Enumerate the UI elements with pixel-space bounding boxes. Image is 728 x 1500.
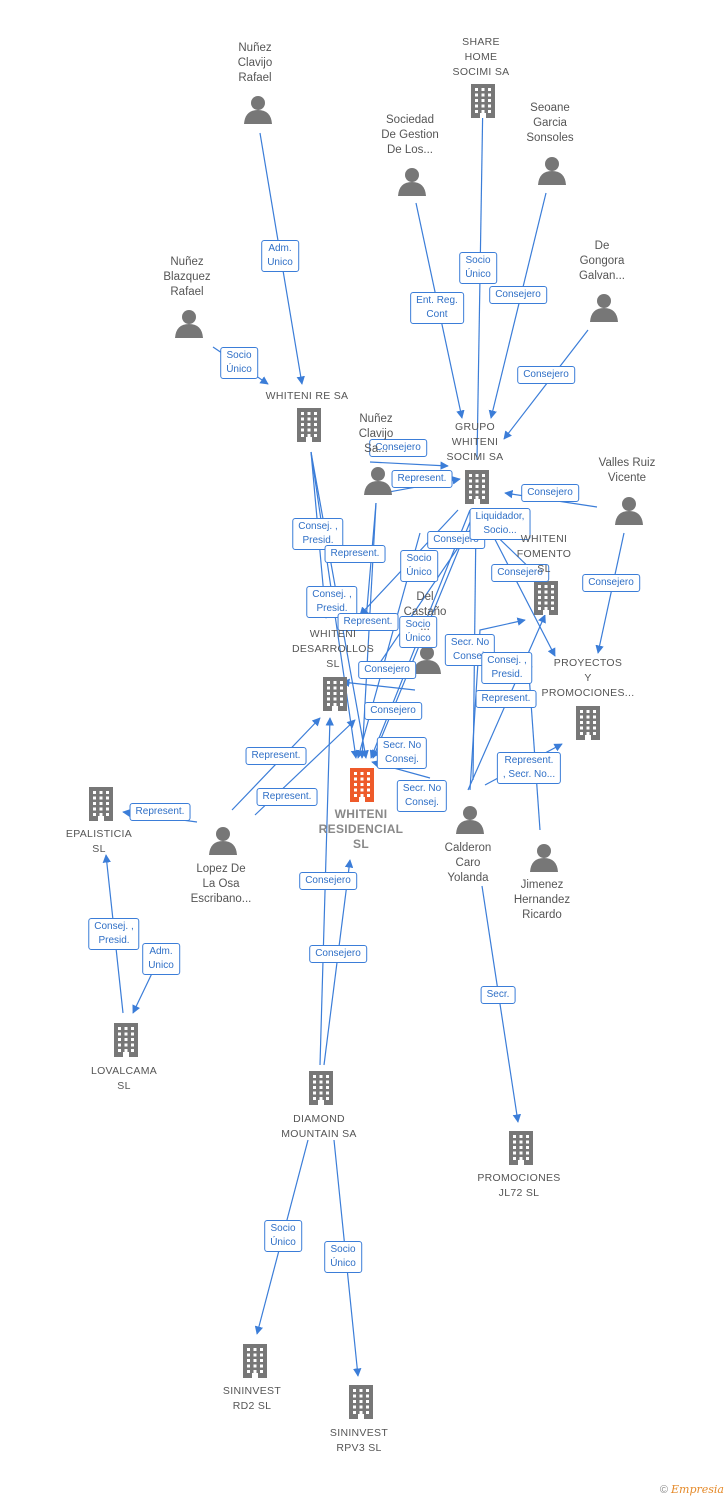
person-name[interactable]: Calderon Caro Yolanda bbox=[444, 842, 492, 884]
relation-label[interactable]: Consejero bbox=[309, 945, 367, 963]
relation-label[interactable]: Socio Único bbox=[264, 1220, 302, 1252]
relation-label[interactable]: Consejero bbox=[521, 484, 579, 502]
relation-label[interactable]: Consejero bbox=[369, 439, 427, 457]
main-company-building-icon[interactable] bbox=[350, 768, 374, 802]
building-icon[interactable] bbox=[89, 787, 113, 821]
building-icon[interactable] bbox=[243, 1344, 267, 1378]
relation-label[interactable]: Adm. Unico bbox=[142, 943, 180, 975]
edge-line bbox=[488, 192, 547, 419]
relation-label[interactable]: Liquidador, Socio... bbox=[469, 508, 531, 540]
company-name[interactable]: WHITENI DESARROLLOS SL bbox=[291, 628, 375, 670]
company-name[interactable]: WHITENI RE SA bbox=[265, 390, 349, 402]
building-icon[interactable] bbox=[309, 1071, 333, 1105]
relation-label[interactable]: Secr. No Consej. bbox=[376, 737, 428, 769]
person-name[interactable]: Nuñez Blazquez Rafael bbox=[163, 256, 211, 298]
company-name[interactable]: PROYECTOS Y PROMOCIONES... bbox=[541, 657, 635, 699]
relation-label[interactable]: Represent. bbox=[245, 747, 307, 765]
building-icon[interactable] bbox=[576, 706, 600, 740]
person-icon[interactable] bbox=[413, 646, 441, 674]
edge-line bbox=[374, 529, 471, 671]
company-name[interactable]: PROMOCIONES JL72 SL bbox=[477, 1172, 561, 1199]
relation-label[interactable]: Represent. bbox=[256, 788, 318, 806]
relation-label[interactable]: Represent. , Secr. No... bbox=[496, 752, 562, 784]
building-icon[interactable] bbox=[534, 581, 558, 615]
relation-label[interactable]: Adm. Unico bbox=[261, 240, 299, 272]
relation-label[interactable]: Consejero bbox=[489, 286, 547, 304]
relation-label[interactable]: Consejero bbox=[358, 661, 416, 679]
relation-label[interactable]: Consejero bbox=[491, 564, 549, 582]
relation-label[interactable]: Consej. , Presid. bbox=[88, 918, 140, 950]
edge-line bbox=[503, 329, 589, 440]
building-icon[interactable] bbox=[114, 1023, 138, 1057]
relation-label[interactable]: Represent. bbox=[129, 803, 191, 821]
person-icon[interactable] bbox=[364, 467, 392, 495]
person-icon[interactable] bbox=[398, 168, 426, 196]
relation-label[interactable]: Socio Único bbox=[220, 347, 258, 379]
company-name[interactable]: WHITENI RESIDENCIAL SL bbox=[318, 807, 404, 851]
copyright-icon: © bbox=[659, 1484, 668, 1496]
relation-label[interactable]: Represent. bbox=[324, 545, 386, 563]
relation-label[interactable]: Socio Único bbox=[399, 616, 437, 648]
person-name[interactable]: Jimenez Hernandez Ricardo bbox=[513, 879, 571, 921]
person-name[interactable]: Nuñez Clavijo Rafael bbox=[237, 42, 273, 84]
building-icon[interactable] bbox=[297, 408, 321, 442]
icons-layer bbox=[89, 84, 643, 1419]
edge-line bbox=[595, 532, 625, 654]
edge-line bbox=[484, 519, 556, 657]
building-icon[interactable] bbox=[465, 470, 489, 504]
person-name[interactable]: De Gongora Galvan... bbox=[578, 240, 626, 282]
brand-logo[interactable]: Empresia bbox=[671, 1483, 724, 1496]
person-name[interactable]: Lopez De La Osa Escribano... bbox=[190, 863, 252, 905]
relation-label[interactable]: Secr. No Consej. bbox=[396, 780, 448, 812]
relation-label[interactable]: Consej. , Presid. bbox=[481, 652, 533, 684]
relation-label[interactable]: Represent. bbox=[337, 613, 399, 631]
building-icon[interactable] bbox=[471, 84, 495, 118]
person-icon[interactable] bbox=[538, 157, 566, 185]
person-name[interactable]: Valles Ruiz Vicente bbox=[598, 457, 656, 484]
relation-label[interactable]: Consej. , Presid. bbox=[292, 518, 344, 550]
company-name[interactable]: GRUPO WHITENI SOCIMI SA bbox=[446, 421, 504, 463]
person-icon[interactable] bbox=[590, 294, 618, 322]
person-icon[interactable] bbox=[456, 806, 484, 834]
person-icon[interactable] bbox=[615, 497, 643, 525]
relation-label[interactable]: Consejero bbox=[299, 872, 357, 890]
relation-label[interactable]: Ent. Reg. Cont bbox=[410, 292, 464, 324]
edge-line bbox=[369, 461, 449, 470]
relation-label[interactable]: Socio Único bbox=[400, 550, 438, 582]
company-name[interactable]: WHITENI FOMENTO SL bbox=[516, 533, 572, 575]
building-icon[interactable] bbox=[323, 677, 347, 711]
edge-line bbox=[524, 659, 541, 831]
company-name[interactable]: LOVALCAMA SL bbox=[90, 1065, 158, 1092]
relation-label[interactable]: Secr. No Consej. bbox=[444, 634, 496, 666]
edge-line bbox=[319, 717, 334, 1066]
company-name[interactable]: SHARE HOME SOCIMI SA bbox=[452, 36, 510, 78]
person-name[interactable]: Sociedad De Gestion De Los... bbox=[381, 114, 439, 156]
copyright-credit: © Empresia bbox=[660, 1483, 724, 1496]
person-name[interactable]: Seoane Garcia Sonsoles bbox=[526, 102, 574, 144]
relation-label[interactable]: Socio Único bbox=[459, 252, 497, 284]
company-name[interactable]: SININVEST RD2 SL bbox=[222, 1385, 282, 1412]
person-name[interactable]: Nuñez Clavijo Sa... bbox=[358, 413, 394, 455]
person-icon[interactable] bbox=[175, 310, 203, 338]
relation-label[interactable]: Socio Único bbox=[324, 1241, 362, 1273]
person-name[interactable]: Del Castaño ... bbox=[403, 591, 447, 633]
building-icon[interactable] bbox=[509, 1131, 533, 1165]
company-name[interactable]: DIAMOND MOUNTAIN SA bbox=[281, 1113, 357, 1140]
building-icon[interactable] bbox=[349, 1385, 373, 1419]
relation-label[interactable]: Represent. bbox=[475, 690, 537, 708]
edge-line bbox=[341, 678, 416, 691]
person-icon[interactable] bbox=[244, 96, 272, 124]
relation-label[interactable]: Consejero bbox=[582, 574, 640, 592]
person-icon[interactable] bbox=[530, 844, 558, 872]
relation-label[interactable]: Consejero bbox=[517, 366, 575, 384]
company-name[interactable]: SININVEST RPV3 SL bbox=[329, 1427, 389, 1454]
company-name[interactable]: EPALISTICIA SL bbox=[65, 828, 133, 855]
relation-label[interactable]: Secr. bbox=[480, 986, 516, 1004]
person-icon[interactable] bbox=[209, 827, 237, 855]
edge-line bbox=[481, 885, 522, 1123]
relation-label[interactable]: Represent. bbox=[391, 470, 453, 488]
relation-label[interactable]: Consej. , Presid. bbox=[306, 586, 358, 618]
relation-label[interactable]: Consejero bbox=[364, 702, 422, 720]
